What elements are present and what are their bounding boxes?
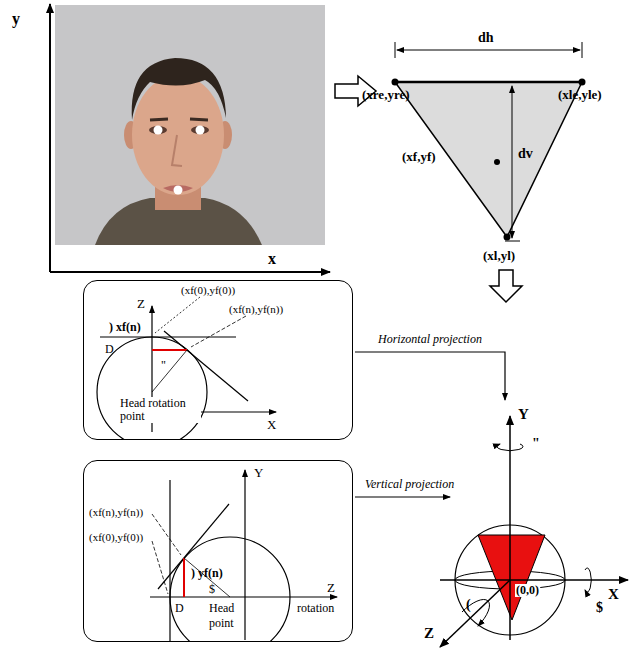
rotation-symbol: ( [466, 597, 471, 612]
axis-label: X [608, 586, 619, 603]
projection-panel: Z (xf(0),yf(0)) (xf(n),yf(n)) ) xf(n) D " Head… [83, 280, 353, 440]
origin-label: (0,0) [515, 584, 540, 597]
angle-symbol: " [161, 359, 166, 372]
distance-label: D [175, 602, 184, 615]
point-label: (xl,yl) [483, 249, 515, 263]
point-label: (xf(n),yf(n)) [229, 303, 283, 315]
point-label: rotation [297, 602, 334, 615]
dimension-label: dv [518, 146, 533, 161]
point-label: (xf(0),yf(0)) [181, 284, 235, 296]
distance-label: D [105, 343, 114, 356]
axis-label: Y [518, 406, 529, 423]
point-label: Head rotation point [119, 397, 201, 423]
axis-label: Z [327, 581, 335, 595]
axis-label: Z [137, 297, 145, 311]
axis-label: Z [424, 625, 434, 642]
point-label: point [209, 617, 234, 630]
axis-label: X [267, 418, 276, 432]
angle-label: ) yf(n) [191, 567, 223, 580]
axis-label: Y [254, 466, 263, 480]
point-label: (xre,yre) [362, 88, 410, 102]
angle-label: ) xf(n) [109, 321, 141, 334]
arrow-label: Horizontal projection [378, 333, 482, 346]
axis-label: x [268, 250, 276, 268]
point-label: (xf(n),yf(n)) [89, 506, 143, 518]
arrow-label: Vertical projection [365, 478, 454, 491]
rotation-symbol: " [532, 436, 540, 451]
point-label: (xle,yle) [558, 88, 602, 102]
axis-label: y [12, 10, 20, 28]
point-label: (xf,yf) [402, 150, 436, 164]
point-label: Head [209, 602, 234, 615]
projection-panel: Y (xf(n),yf(n)) (xf(0),yf(0)) ) yf(n) $ D Head… [83, 460, 353, 642]
rotation-symbol: $ [596, 600, 603, 615]
dimension-label: dh [478, 30, 494, 45]
point-label: (xf(0),yf(0)) [89, 531, 143, 543]
angle-symbol: $ [209, 583, 215, 596]
